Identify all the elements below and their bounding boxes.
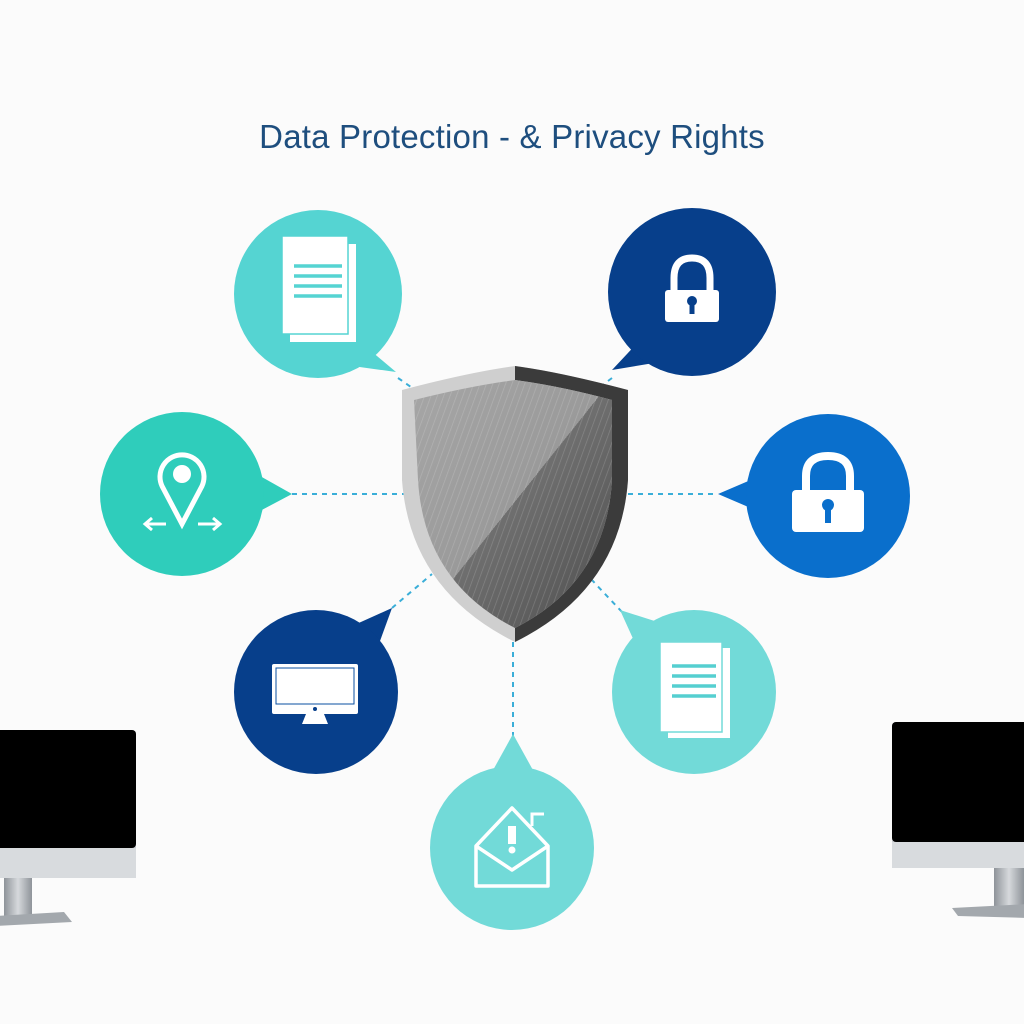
open-envelope-icon — [474, 806, 550, 888]
node-document-top-left[interactable] — [234, 210, 402, 378]
desktop-monitor-icon — [0, 730, 136, 926]
node-monitor-bottom-left[interactable] — [234, 608, 398, 774]
connector-line — [589, 577, 623, 613]
document-icon — [659, 641, 730, 738]
node-envelope-bottom[interactable] — [430, 734, 594, 930]
padlock-icon — [665, 254, 719, 322]
node-lock-right[interactable] — [718, 414, 910, 578]
connector-line — [391, 573, 433, 609]
monitor-icon — [272, 664, 358, 724]
desktop-monitor-icon — [892, 722, 1024, 918]
node-document-bottom-right[interactable] — [612, 610, 776, 774]
node-lock-top-right[interactable] — [608, 208, 776, 376]
padlock-icon — [792, 451, 864, 532]
node-location-left[interactable] — [100, 412, 292, 576]
location-pin-icon — [142, 452, 223, 532]
shield-icon — [402, 366, 628, 642]
document-icon — [281, 235, 356, 342]
page-title: Data Protection - & Privacy Rights — [259, 118, 765, 155]
